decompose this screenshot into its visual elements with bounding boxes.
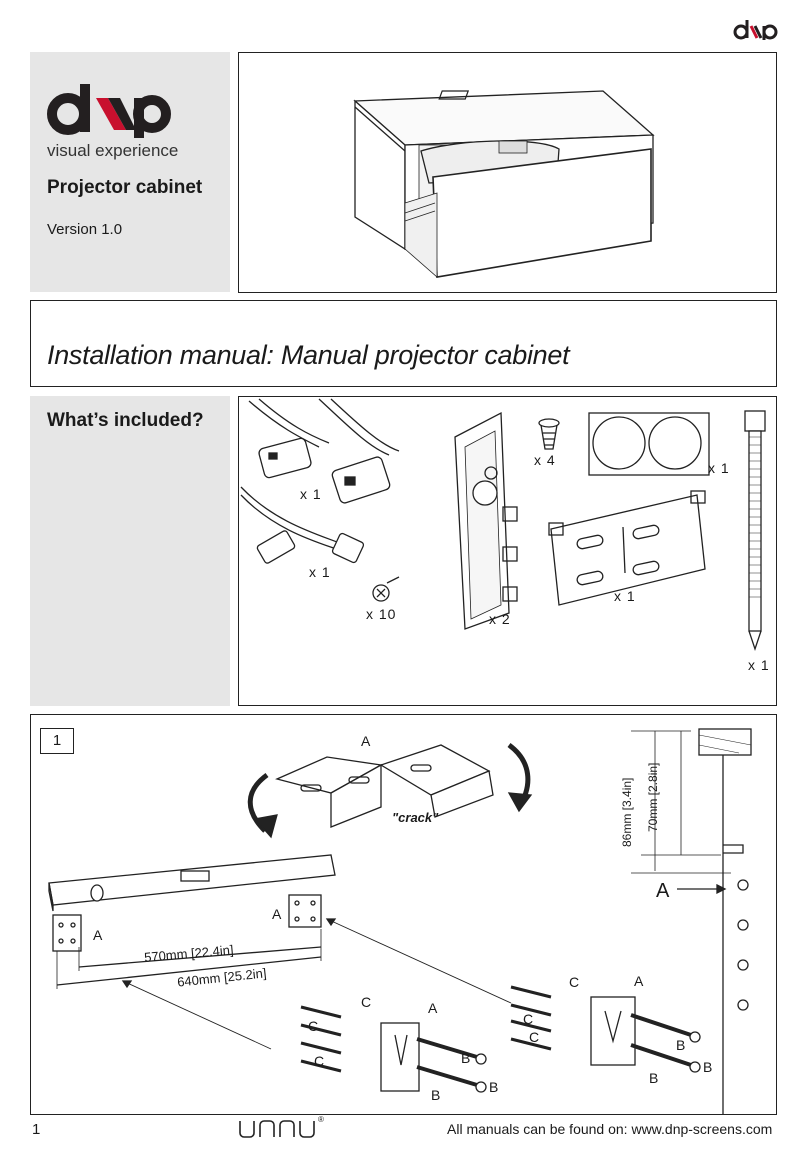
label-c-1: C bbox=[361, 994, 372, 1010]
right-screw-assembly bbox=[510, 985, 701, 1073]
step-1-box bbox=[30, 714, 777, 1115]
wall-plate-illustration bbox=[548, 490, 706, 606]
label-a-right-assembly: A bbox=[634, 973, 644, 989]
dnp-logo bbox=[46, 80, 171, 138]
included-parts-box bbox=[238, 396, 777, 706]
label-c-5: C bbox=[523, 1011, 534, 1027]
brand-tagline: visual experience bbox=[47, 141, 179, 160]
hdmi-cable-illustration bbox=[240, 486, 365, 564]
label-a-profile: A bbox=[656, 880, 670, 902]
manual-title: Installation manual: Manual projector ca… bbox=[47, 340, 570, 370]
corner-logo bbox=[733, 18, 778, 40]
label-b-1: B bbox=[461, 1050, 471, 1066]
label-c-6: C bbox=[529, 1029, 540, 1045]
qty-hdmi-cable: x 1 bbox=[309, 564, 331, 580]
product-title: Projector cabinet bbox=[47, 177, 203, 198]
registered-mark: ® bbox=[318, 1115, 324, 1124]
dim-70: 70mm [2.8in] bbox=[646, 762, 660, 832]
label-a-right: A bbox=[272, 906, 282, 922]
step-number: 1 bbox=[40, 728, 74, 754]
label-b-3: B bbox=[431, 1087, 441, 1103]
cabinet-illustration bbox=[238, 52, 777, 293]
brand-panel bbox=[30, 52, 230, 292]
bracket-crack-illustration bbox=[247, 742, 533, 839]
dim-86: 86mm [3.4in] bbox=[620, 777, 634, 847]
label-a-top: A bbox=[361, 733, 371, 749]
qty-felt-pads: x 1 bbox=[708, 460, 730, 476]
qty-side-brackets: x 2 bbox=[489, 611, 511, 627]
included-heading: What’s included? bbox=[47, 410, 204, 431]
version-label: Version 1.0 bbox=[47, 221, 123, 238]
qty-cable-tie: x 1 bbox=[748, 657, 770, 673]
label-c-2: C bbox=[308, 1018, 319, 1034]
left-screw-assembly bbox=[300, 1005, 487, 1093]
label-b-4: B bbox=[676, 1037, 686, 1053]
label-c-3: C bbox=[314, 1053, 325, 1069]
page-number: 1 bbox=[32, 1121, 41, 1138]
title-banner bbox=[30, 300, 777, 387]
label-b-5: B bbox=[703, 1059, 713, 1075]
qty-power-cable: x 1 bbox=[300, 486, 322, 502]
spirit-level-illustration bbox=[48, 854, 336, 912]
side-profile-illustration bbox=[631, 728, 752, 1115]
bolt-illustration bbox=[538, 418, 560, 450]
power-cable-illustration bbox=[248, 398, 400, 504]
qty-bolts: x 4 bbox=[534, 452, 556, 468]
label-c-4: C bbox=[569, 974, 580, 990]
label-a-left: A bbox=[93, 927, 103, 943]
unnu-logo: ® bbox=[238, 1115, 324, 1139]
qty-wood-screws: x 10 bbox=[366, 606, 397, 622]
manuals-link-text: All manuals can be found on: www.dnp-scr… bbox=[447, 1121, 773, 1137]
label-b-6: B bbox=[649, 1070, 659, 1086]
label-b-2: B bbox=[489, 1079, 499, 1095]
included-panel bbox=[30, 396, 230, 706]
cable-tie-illustration bbox=[744, 410, 766, 652]
side-bracket-illustration bbox=[454, 411, 518, 630]
qty-wall-plate: x 1 bbox=[614, 588, 636, 604]
label-a-left-assembly: A bbox=[428, 1000, 438, 1016]
crack-label: "crack" bbox=[392, 810, 439, 825]
